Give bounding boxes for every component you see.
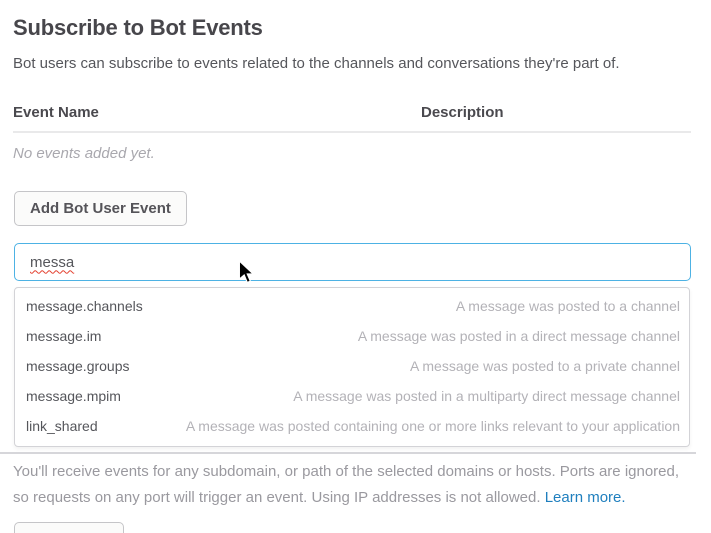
suggestion-item-message-im[interactable]: message.im A message was posted in a dir… — [15, 321, 689, 351]
page-subtitle: Bot users can subscribe to events relate… — [13, 55, 620, 72]
event-name-input[interactable]: messa — [14, 243, 691, 281]
column-header-event-name: Event Name — [13, 104, 99, 121]
suggestion-description: A message was posted in a direct message… — [357, 328, 680, 344]
suggestion-item-message-mpim[interactable]: message.mpim A message was posted in a m… — [15, 381, 689, 411]
suggestion-name: message.channels — [26, 298, 143, 314]
suggestion-name: message.im — [26, 328, 102, 344]
add-bot-user-event-button[interactable]: Add Bot User Event — [14, 191, 187, 226]
suggestion-description: A message was posted in a multiparty dir… — [293, 388, 680, 404]
empty-events-message: No events added yet. — [13, 145, 155, 162]
section-divider — [0, 452, 696, 454]
learn-more-link[interactable]: Learn more. — [544, 489, 626, 506]
event-suggestions-dropdown: message.channels A message was posted to… — [14, 287, 690, 447]
suggestion-description: A message was posted containing one or m… — [185, 418, 680, 434]
event-name-input-value: messa — [30, 253, 75, 271]
suggestion-name: message.groups — [26, 358, 130, 374]
page-title: Subscribe to Bot Events — [13, 15, 263, 40]
suggestion-item-link-shared[interactable]: link_shared A message was posted contain… — [15, 411, 689, 441]
footer-note: You'll receive events for any subdomain,… — [13, 459, 681, 511]
partially-visible-button[interactable] — [14, 522, 124, 533]
table-header-divider — [13, 131, 691, 133]
suggestion-name: link_shared — [26, 418, 98, 434]
column-header-description: Description — [421, 104, 504, 121]
suggestion-item-message-groups[interactable]: message.groups A message was posted to a… — [15, 351, 689, 381]
suggestion-description: A message was posted to a channel — [455, 298, 680, 314]
footer-note-text: You'll receive events for any subdomain,… — [13, 463, 680, 506]
suggestion-description: A message was posted to a private channe… — [409, 358, 680, 374]
suggestion-item-message-channels[interactable]: message.channels A message was posted to… — [15, 291, 689, 321]
suggestion-name: message.mpim — [26, 388, 121, 404]
